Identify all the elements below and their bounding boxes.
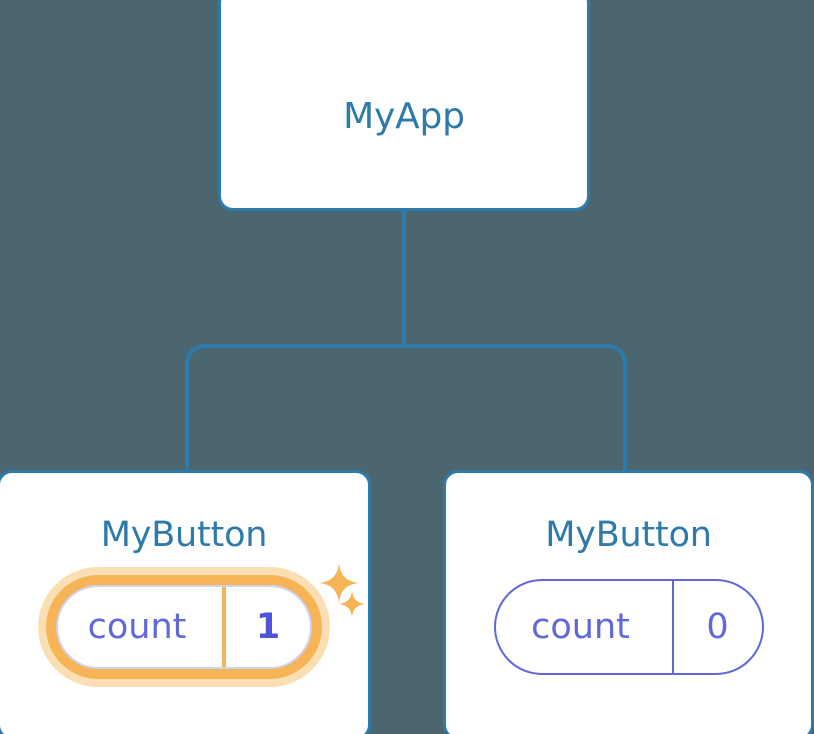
state-pill-left[interactable]: count 1 [56,585,312,669]
state-pill-left-value: 1 [255,606,281,647]
connector-branch-left [185,344,404,472]
node-mybutton-left[interactable]: MyButton count 1 [0,470,371,734]
node-mybutton-left-title: MyButton [100,515,268,555]
state-pill-right-wrapper: count 0 [493,579,764,675]
state-pill-right[interactable]: count 0 [493,579,764,675]
node-mybutton-right[interactable]: MyButton count 0 [443,470,814,734]
node-myapp[interactable]: MyApp [218,0,590,211]
node-myapp-title: MyApp [343,96,465,137]
node-mybutton-right-title: MyButton [545,515,712,555]
connector-branch-right [404,344,627,472]
state-pill-left-wrapper: count 1 [38,567,330,687]
state-pill-right-key: count [496,581,674,673]
state-pill-left-key: count [58,587,226,667]
state-pill-right-value: 0 [706,606,729,647]
